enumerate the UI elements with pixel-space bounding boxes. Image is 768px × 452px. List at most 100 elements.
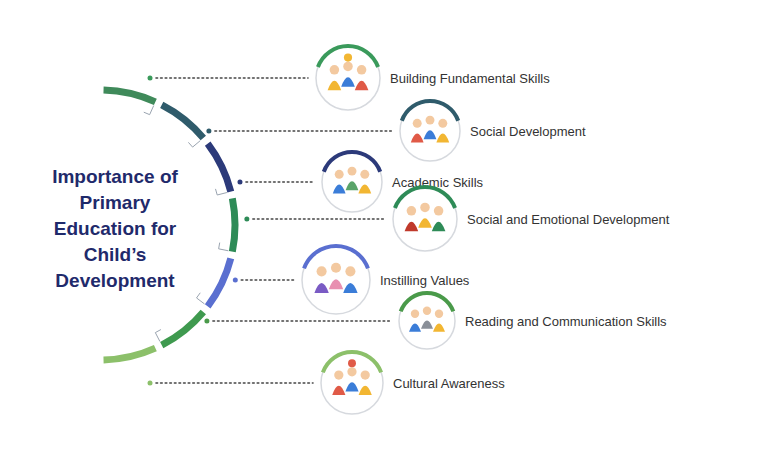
icon-head — [435, 310, 443, 318]
icon-body — [329, 279, 343, 289]
icon-body — [432, 222, 446, 232]
icon-body — [343, 283, 357, 293]
item-label: Social and Emotional Development — [467, 212, 669, 227]
icon-head — [335, 170, 344, 179]
circle-shape — [314, 44, 382, 112]
item-label: Instilling Values — [380, 273, 469, 288]
icon-head — [411, 310, 419, 318]
icon-head — [423, 307, 431, 315]
icon-head — [413, 119, 422, 128]
leader-line — [246, 181, 314, 183]
icon-body — [424, 130, 437, 139]
icon-head — [434, 206, 444, 216]
circle-shape — [398, 99, 462, 163]
icon-head — [317, 266, 327, 276]
icon-head — [334, 370, 343, 379]
icon-body — [355, 81, 369, 91]
item-label: Building Fundamental Skills — [390, 71, 550, 86]
icon-body — [433, 323, 445, 331]
icon-body — [359, 386, 372, 395]
item-label: Social Development — [470, 124, 586, 139]
icon-body — [332, 386, 345, 395]
icon-body — [358, 185, 371, 194]
arc-segment — [208, 258, 231, 306]
arc-bracket — [144, 106, 154, 115]
icon-circle: Instilling Values — [300, 244, 372, 316]
icon-head — [331, 263, 341, 273]
leader-dot — [148, 76, 153, 81]
icon-body — [328, 81, 342, 91]
icon-head — [343, 62, 353, 72]
icon-head — [347, 367, 356, 376]
arc-bracket — [155, 330, 161, 342]
icon-body — [421, 320, 433, 328]
icon-head — [360, 170, 369, 179]
leader-line — [156, 382, 313, 384]
icon-badge — [344, 54, 352, 62]
leader-dot — [204, 319, 209, 324]
leader-dot — [233, 278, 238, 283]
leader-line — [213, 320, 391, 322]
icon-head — [407, 206, 417, 216]
item-label: Cultural Awareness — [393, 376, 505, 391]
icon-head — [438, 119, 447, 128]
arc-segment — [162, 105, 204, 138]
circle-shape — [319, 350, 385, 416]
circle-outline — [321, 352, 383, 414]
circle-shape — [397, 291, 457, 351]
icon-body — [436, 134, 449, 143]
icon-body — [341, 77, 355, 87]
circle-outline — [316, 46, 380, 110]
item-label: Reading and Communication Skills — [465, 314, 667, 329]
icon-circle: Building Fundamental Skills — [314, 44, 382, 112]
icon-circle: Social Development — [398, 99, 462, 163]
circle-shape — [300, 244, 372, 316]
leader-line — [156, 77, 308, 79]
diagram-title: Importance of Primary Education for Chil… — [38, 164, 192, 294]
circle-outline — [400, 101, 460, 161]
leader-dot — [237, 180, 242, 185]
icon-head — [426, 116, 435, 125]
arc-bracket — [188, 141, 200, 147]
leader-line — [241, 279, 294, 281]
leader-dot — [148, 381, 153, 386]
icon-body — [345, 382, 358, 391]
icon-body — [314, 283, 328, 293]
arc-segment — [208, 144, 231, 192]
leader-line — [253, 218, 385, 220]
circle-shape — [320, 150, 384, 214]
leader-line — [215, 130, 392, 132]
icon-body — [346, 181, 359, 190]
icon-body — [409, 323, 421, 331]
leader-dot — [206, 129, 211, 134]
arc-bracket — [197, 293, 205, 304]
icon-head — [348, 167, 357, 176]
icon-head — [361, 370, 370, 379]
icon-badge — [348, 359, 356, 367]
leader-dot — [244, 217, 249, 222]
icon-head — [345, 266, 355, 276]
arc-bracket — [215, 189, 226, 195]
icon-head — [357, 65, 367, 75]
icon-body — [405, 222, 419, 232]
arc-segment — [162, 312, 204, 345]
icon-body — [418, 218, 432, 228]
item-label: Academic Skills — [392, 175, 483, 190]
icon-body — [333, 185, 346, 194]
icon-body — [411, 134, 424, 143]
arc-segment — [104, 90, 156, 102]
circle-outline — [399, 293, 455, 349]
arc-segment — [104, 348, 156, 360]
icon-circle: Academic Skills — [320, 150, 384, 214]
icon-circle: Social and Emotional Development — [391, 185, 459, 253]
arc-bracket — [219, 243, 229, 251]
icon-head — [330, 65, 340, 75]
circle-outline — [393, 187, 457, 251]
icon-head — [420, 203, 430, 213]
circle-outline — [302, 246, 370, 314]
icon-circle: Reading and Communication Skills — [397, 291, 457, 351]
icon-circle: Cultural Awareness — [319, 350, 385, 416]
circle-outline — [322, 152, 382, 212]
circle-shape — [391, 185, 459, 253]
arc-segment — [232, 198, 235, 251]
